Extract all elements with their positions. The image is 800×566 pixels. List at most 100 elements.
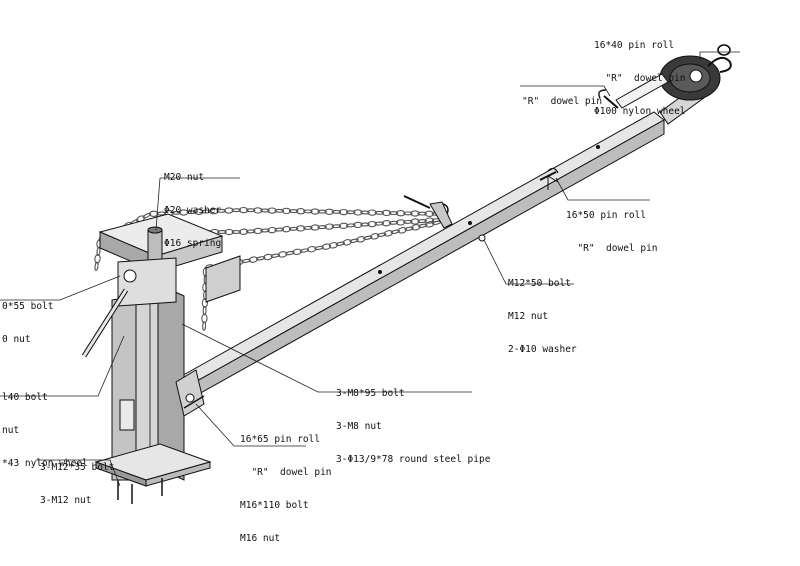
chain-link — [363, 235, 373, 240]
label-line: M12*50 bolt — [508, 278, 571, 289]
chain-link — [324, 208, 335, 215]
chain-link — [224, 228, 234, 236]
chain-link — [267, 226, 277, 234]
chain-link — [288, 209, 299, 214]
label-line: M12 nut — [508, 311, 549, 322]
chain-link — [245, 208, 256, 213]
chain-link — [303, 209, 313, 214]
boom-hinge — [175, 369, 205, 417]
chain-link — [179, 209, 189, 216]
chain-link — [314, 245, 324, 251]
chain-link — [171, 210, 182, 215]
leader-lines — [0, 51, 740, 487]
label-top-pulley: 16*40 pin roll "R" dowel pin Φ100 nylon … — [594, 18, 686, 139]
chain-link — [395, 219, 406, 226]
chain-link — [345, 210, 356, 215]
chain-link — [267, 207, 277, 214]
boom-hole — [468, 221, 472, 225]
label-line: M20 nut — [164, 172, 205, 183]
label-left-bolt: 0*55 bolt 0 nut — [2, 279, 53, 367]
label-line: 16*40 pin roll — [594, 40, 675, 51]
chain-link — [324, 223, 335, 230]
leader-m8 — [181, 323, 472, 393]
top-pulley-assembly — [598, 44, 732, 125]
chain-link — [367, 209, 377, 216]
leader-left-wheel — [0, 335, 125, 397]
label-r-dowel: "R" dowel pin — [522, 74, 602, 129]
chain-link — [224, 207, 234, 214]
chain-link — [186, 210, 197, 215]
chain-link — [374, 221, 385, 226]
chain-link — [201, 313, 208, 324]
leader-mid-pin — [555, 177, 650, 201]
label-line: "R" dowel pin — [594, 73, 686, 84]
chain-link — [370, 233, 380, 240]
boom-hole — [596, 145, 600, 149]
chain-link — [288, 226, 299, 231]
chain-link — [303, 225, 313, 230]
label-line: *43 nylon wheel — [2, 458, 88, 469]
label-left-wheel: l40 bolt nut *43 nylon wheel — [2, 370, 88, 491]
boom-hole — [378, 270, 382, 274]
chain-link — [299, 248, 310, 253]
chain-link — [367, 220, 377, 228]
chain-link — [411, 224, 421, 231]
label-line: M16*110 bolt — [240, 500, 309, 511]
label-line: 3-Φ13/9*78 round steel pipe — [336, 454, 491, 465]
mast — [111, 283, 185, 481]
chain-link — [321, 243, 332, 250]
chain-link — [403, 211, 413, 216]
chain-anchor-bolt — [403, 195, 486, 242]
label-m12-bolt: M12*50 bolt M12 nut 2-Φ10 washer — [508, 256, 577, 377]
chain-link — [253, 207, 263, 214]
crane-illustration — [0, 44, 740, 504]
label-mid-pin: 16*50 pin roll "R" dowel pin — [566, 188, 658, 276]
chain-link — [342, 239, 352, 246]
chain-link — [217, 230, 227, 234]
chain-link — [410, 210, 420, 217]
leader-chain-nut-drop — [155, 177, 161, 231]
chain-link — [274, 208, 285, 213]
leader-r-dowel — [520, 85, 611, 97]
chain-link — [149, 210, 159, 217]
chain-link — [209, 208, 219, 215]
chain-link — [328, 242, 339, 249]
chain-link — [248, 256, 259, 263]
chain-link — [285, 250, 295, 256]
chain-link — [231, 230, 242, 234]
chain-link — [338, 222, 349, 229]
leader-left-bolt — [0, 275, 121, 301]
chain-link — [270, 253, 280, 258]
chain-link — [295, 208, 306, 215]
label-line: 16*65 pin roll — [240, 434, 321, 445]
chain-link — [256, 256, 266, 261]
chain-link — [295, 225, 306, 232]
chain-link — [353, 209, 363, 216]
label-line: 3-M12 nut — [40, 495, 92, 506]
chain-link — [417, 211, 427, 216]
chain-link — [238, 228, 249, 235]
chain-link — [404, 226, 414, 231]
chain-link — [194, 208, 204, 215]
chain-link — [383, 230, 394, 237]
chain-link — [356, 236, 366, 243]
label-line: Φ100 nylon wheel — [594, 106, 686, 117]
chain-link — [245, 229, 256, 234]
label-line: Φ16 spring — [164, 238, 222, 249]
label-line: 0 nut — [2, 334, 31, 345]
chain-link — [376, 232, 387, 237]
label-line: "R" dowel pin — [522, 96, 603, 107]
chain-link — [292, 248, 302, 256]
chain-link — [241, 258, 251, 264]
label-line: 3-M12*35 bolt — [40, 462, 115, 473]
chain-link — [142, 212, 152, 219]
chain-link — [349, 238, 359, 243]
chain-link — [202, 321, 207, 331]
chain-link — [331, 209, 342, 214]
leader-m12 — [483, 239, 574, 285]
chain-link — [374, 210, 385, 215]
chain-link — [274, 227, 285, 232]
chain-link — [381, 209, 392, 217]
label-chain-nut: M20 nut Φ20 washer Φ16 spring — [164, 150, 221, 271]
chain-link — [263, 253, 273, 261]
